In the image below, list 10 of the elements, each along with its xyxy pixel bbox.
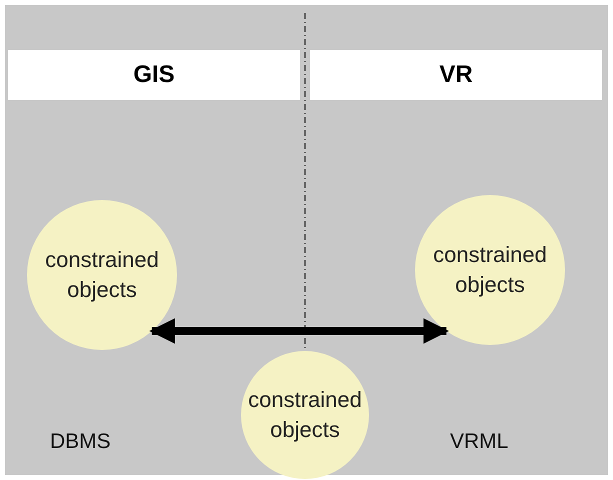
- node-text: constrained objects: [44, 246, 160, 304]
- side-label: DBMS: [50, 430, 111, 454]
- header-box: [8, 50, 300, 100]
- node-text: constrained objects: [247, 386, 363, 444]
- header-text: VR: [439, 61, 473, 89]
- header-text: GIS: [133, 61, 175, 89]
- node-text: constrained objects: [432, 241, 548, 299]
- side-label: VRML: [450, 430, 508, 454]
- header-box: [310, 50, 602, 100]
- double-headed-arrow: [149, 318, 449, 344]
